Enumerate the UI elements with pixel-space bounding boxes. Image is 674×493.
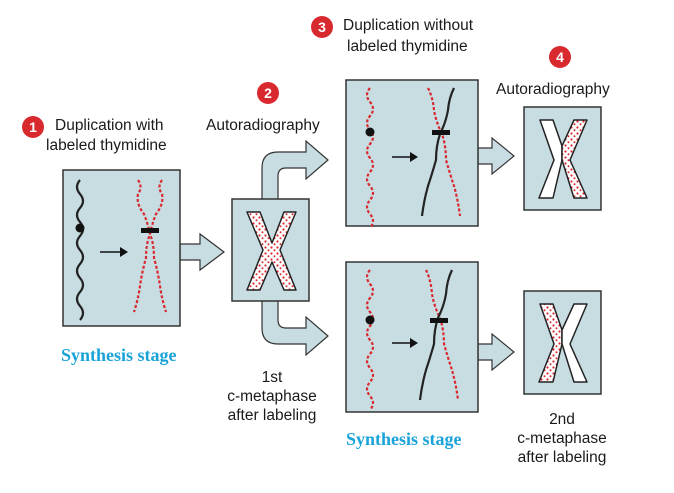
centromere-bar bbox=[430, 318, 448, 323]
labeled-chromatid bbox=[427, 87, 462, 217]
chromosome-fully-labeled bbox=[246, 211, 297, 291]
panel-autoradiography-2-top bbox=[523, 106, 602, 211]
caption-second-metaphase: 2nd c-metaphase after labeling bbox=[517, 411, 607, 466]
step-4-label: Autoradiography bbox=[496, 81, 610, 98]
arrow-panel3-to-panel4 bbox=[477, 136, 515, 176]
unlabeled-chromatid bbox=[420, 87, 455, 217]
step-2-label: Autoradiography bbox=[206, 117, 320, 134]
panel-duplication-labeled bbox=[62, 169, 181, 327]
panel-autoradiography-1 bbox=[231, 198, 310, 302]
arrows bbox=[179, 136, 515, 372]
unlabeled-chromatid bbox=[418, 269, 453, 401]
panel-autoradiography-2-bottom bbox=[523, 290, 602, 395]
chromosome-labeled-half bbox=[561, 119, 588, 199]
step-2-badge: 2 bbox=[257, 82, 279, 104]
labeled-chromatid bbox=[132, 179, 164, 313]
centromere-bar bbox=[432, 130, 450, 135]
synthesis-stage-label-left: Synthesis stage bbox=[61, 345, 177, 365]
step-arrow-icon bbox=[100, 247, 128, 257]
centromere-dot bbox=[75, 223, 85, 233]
arrow-panel2-to-panel5 bbox=[261, 299, 329, 357]
arrow-panel2-to-panel3 bbox=[261, 139, 329, 201]
chromosome-white-half bbox=[561, 303, 588, 383]
step-3-label-line2: labeled thymidine bbox=[347, 38, 468, 55]
panel-duplication-unlabeled-bottom bbox=[345, 261, 479, 413]
synthesis-stage-label-bottom: Synthesis stage bbox=[346, 429, 462, 449]
arrow-panel1-to-panel2 bbox=[179, 232, 225, 272]
centromere-dot bbox=[365, 315, 375, 325]
step-4-badge: 4 bbox=[549, 46, 571, 68]
chromosome-labeled-half bbox=[538, 303, 563, 383]
chromosome-white-half bbox=[538, 119, 563, 199]
step-3-label-line1: Duplication without bbox=[343, 17, 474, 34]
step-3-badge: 3 bbox=[311, 16, 333, 38]
panel-duplication-unlabeled-top bbox=[345, 79, 479, 229]
arrow-panel5-to-panel6 bbox=[477, 332, 515, 372]
step-arrow-icon bbox=[392, 152, 418, 162]
labeled-chromatid bbox=[425, 269, 460, 401]
caption-first-metaphase: 1st c-metaphase after labeling bbox=[227, 369, 317, 424]
centromere-dot bbox=[365, 127, 375, 137]
labeled-strand bbox=[365, 87, 375, 229]
step-arrow-icon bbox=[392, 338, 418, 348]
step-1-label-line2: labeled thymidine bbox=[46, 137, 167, 154]
step-1-badge: 1 bbox=[22, 116, 44, 138]
labeled-strand bbox=[365, 269, 375, 411]
centromere-bar bbox=[141, 228, 159, 233]
chromosome-unlabeled-strand bbox=[75, 179, 85, 321]
step-1-label-line1: Duplication with bbox=[55, 117, 164, 134]
